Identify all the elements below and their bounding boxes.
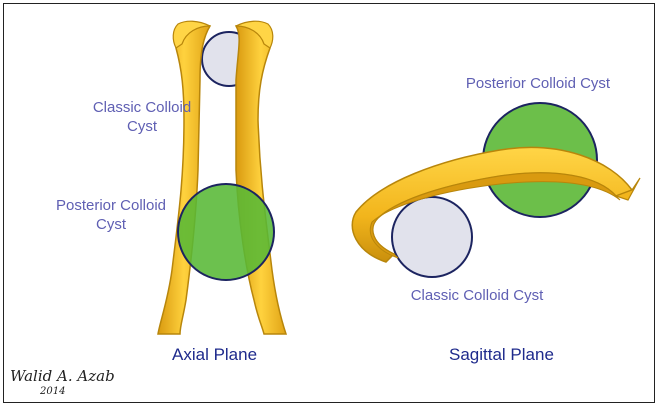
signature-year: 2014 [40, 386, 65, 397]
axial-posterior-label: Posterior Colloid Cyst [46, 196, 176, 234]
axial-left-fornix [158, 25, 210, 334]
sagittal-plane-title: Sagittal Plane [449, 345, 554, 365]
sagittal-classic-cyst [392, 197, 472, 277]
sagittal-classic-label: Classic Colloid Cyst [392, 286, 562, 305]
sagittal-posterior-label: Posterior Colloid Cyst [448, 74, 628, 93]
axial-classic-label: Classic Colloid Cyst [82, 98, 202, 136]
axial-posterior-cyst [178, 184, 274, 280]
axial-classic-label-line1: Classic Colloid [82, 98, 202, 117]
axial-classic-label-line2: Cyst [82, 117, 202, 136]
axial-posterior-label-line2: Cyst [46, 215, 176, 234]
axial-posterior-label-line1: Posterior Colloid [46, 196, 176, 215]
axial-plane-title: Axial Plane [172, 345, 257, 365]
signature-name: Walid A. Azab [10, 367, 115, 385]
axial-right-fornix [236, 25, 286, 334]
